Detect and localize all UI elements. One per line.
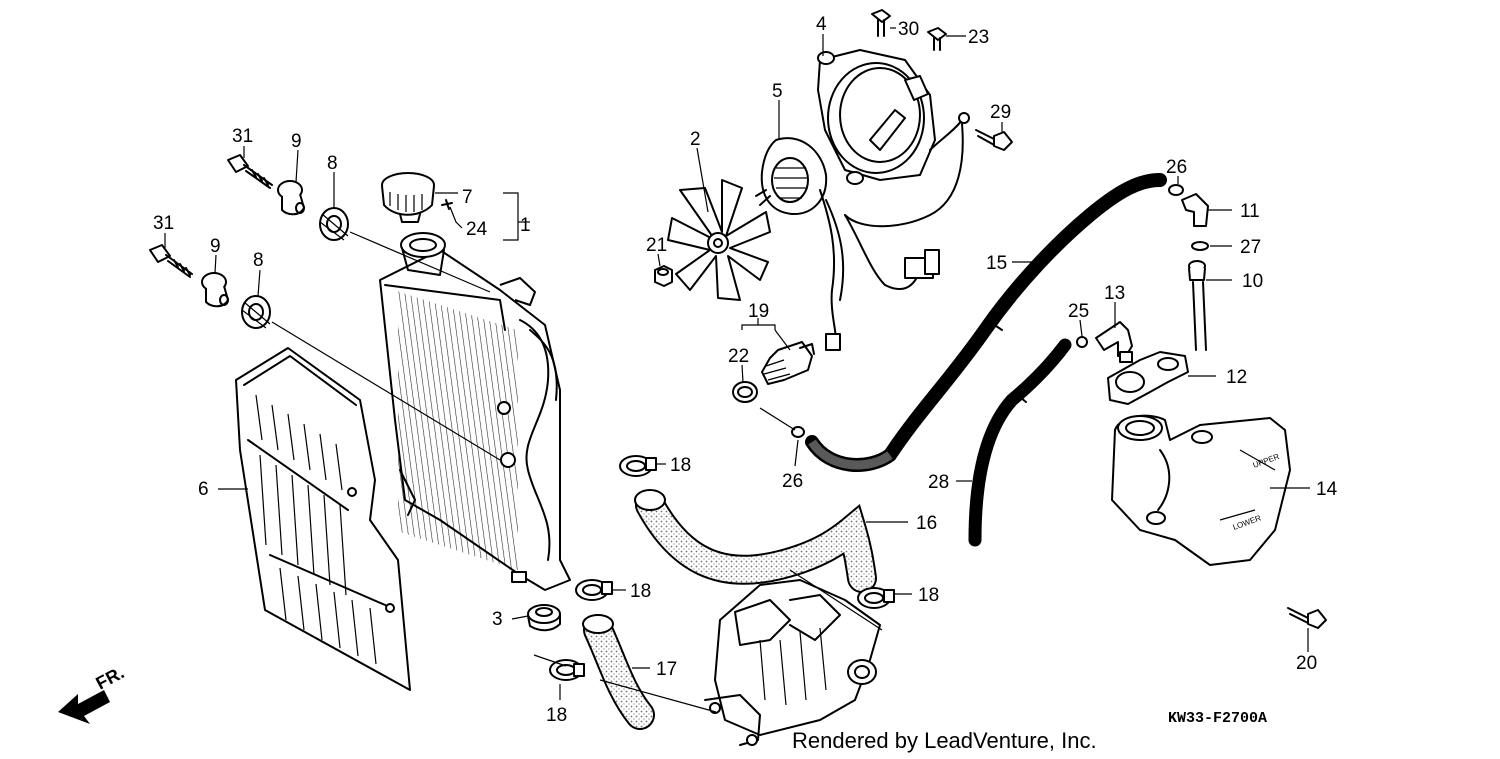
bolt-lower	[149, 244, 193, 278]
callout-24: 24	[466, 219, 488, 240]
lower-grommet	[527, 604, 561, 632]
callout-8-upper: 8	[327, 153, 338, 174]
thermo-switch	[761, 341, 815, 385]
callout-11: 11	[1240, 201, 1260, 222]
leader-lines	[164, 27, 1310, 713]
callout-17: 17	[656, 659, 677, 680]
bolt-30	[871, 9, 891, 37]
radiator	[379, 232, 571, 591]
callout-8-lower: 8	[253, 250, 264, 271]
callout-14: 14	[1316, 479, 1338, 500]
hose-clamp-2	[575, 579, 613, 601]
callout-13: 13	[1104, 283, 1125, 304]
overflow-hose	[968, 338, 1072, 547]
water-pump-housing	[704, 579, 881, 746]
callout-19: 19	[748, 301, 769, 322]
diagram-code: KW33-F2700A	[1168, 710, 1267, 727]
callout-2: 2	[690, 129, 701, 150]
front-direction-arrow: FR.	[58, 662, 127, 724]
hose-clip-26-upper	[1168, 184, 1184, 196]
radiator-grille	[235, 347, 411, 691]
callout-26-upper: 26	[1166, 157, 1187, 178]
radiator-cap	[381, 172, 435, 223]
callouts: 1 2 3 4 5 6 7 8 8 9 9 10 11 12 13 14 15 …	[153, 14, 1338, 726]
callout-26-lower: 26	[782, 471, 803, 492]
grommet-upper	[319, 207, 349, 241]
front-label: FR.	[92, 662, 127, 693]
hose-clamp-4	[549, 659, 585, 681]
callout-29: 29	[990, 102, 1011, 123]
collar-lower	[201, 272, 229, 308]
cap-screw	[441, 199, 453, 210]
fan-blade	[667, 179, 771, 301]
fan-shroud	[817, 49, 970, 290]
callout-20: 20	[1296, 653, 1317, 674]
callout-18-c: 18	[918, 585, 939, 606]
callout-18-a: 18	[670, 455, 691, 476]
elbow-joint	[1095, 321, 1133, 363]
radiator-hose-lower	[582, 614, 655, 730]
callout-1: 1	[520, 215, 531, 236]
siphon-hose	[805, 173, 1167, 472]
callout-30: 30	[898, 19, 919, 40]
elbow-11	[1181, 193, 1209, 227]
hose-clamp-1	[619, 455, 657, 477]
callout-31-upper: 31	[232, 126, 253, 147]
callout-28: 28	[928, 472, 949, 493]
callout-10: 10	[1242, 271, 1263, 292]
hose-clip-26-lower	[791, 426, 805, 438]
callout-25: 25	[1068, 301, 1089, 322]
callout-16: 16	[916, 513, 937, 534]
radiator-hose-upper	[634, 489, 877, 593]
hose-clip-25	[1076, 336, 1088, 348]
callout-15: 15	[986, 253, 1007, 274]
collar-upper	[277, 180, 305, 216]
o-ring	[732, 381, 758, 403]
fan-motor	[755, 137, 845, 351]
callout-23: 23	[968, 27, 989, 48]
callout-21: 21	[646, 235, 667, 256]
bolt-20	[1287, 607, 1327, 629]
callout-18-b: 18	[630, 581, 651, 602]
filler-pipe	[1188, 260, 1207, 351]
callout-4: 4	[816, 14, 827, 35]
callout-9-upper: 9	[291, 131, 302, 152]
bolt-upper	[227, 154, 273, 189]
callout-12: 12	[1226, 367, 1247, 388]
callout-6: 6	[198, 479, 209, 500]
fan-nut	[654, 265, 673, 287]
hose-clamp-3	[857, 587, 895, 609]
callout-18-d: 18	[546, 705, 567, 726]
callout-3: 3	[492, 609, 503, 630]
credit-text: Rendered by LeadVenture, Inc.	[792, 728, 1097, 753]
bolt-23	[927, 27, 947, 51]
callout-31-lower: 31	[153, 213, 174, 234]
callout-5: 5	[772, 81, 783, 102]
hose-clip-27	[1191, 241, 1209, 251]
bolt-29	[975, 129, 1013, 151]
callout-22: 22	[728, 346, 749, 367]
callout-27: 27	[1240, 237, 1261, 258]
reservoir-cap	[1107, 351, 1189, 405]
callout-7: 7	[462, 187, 473, 208]
reservoir-tank: UPPER LOWER	[1111, 414, 1291, 566]
callout-9-lower: 9	[210, 236, 221, 257]
grommet-lower	[241, 295, 271, 329]
